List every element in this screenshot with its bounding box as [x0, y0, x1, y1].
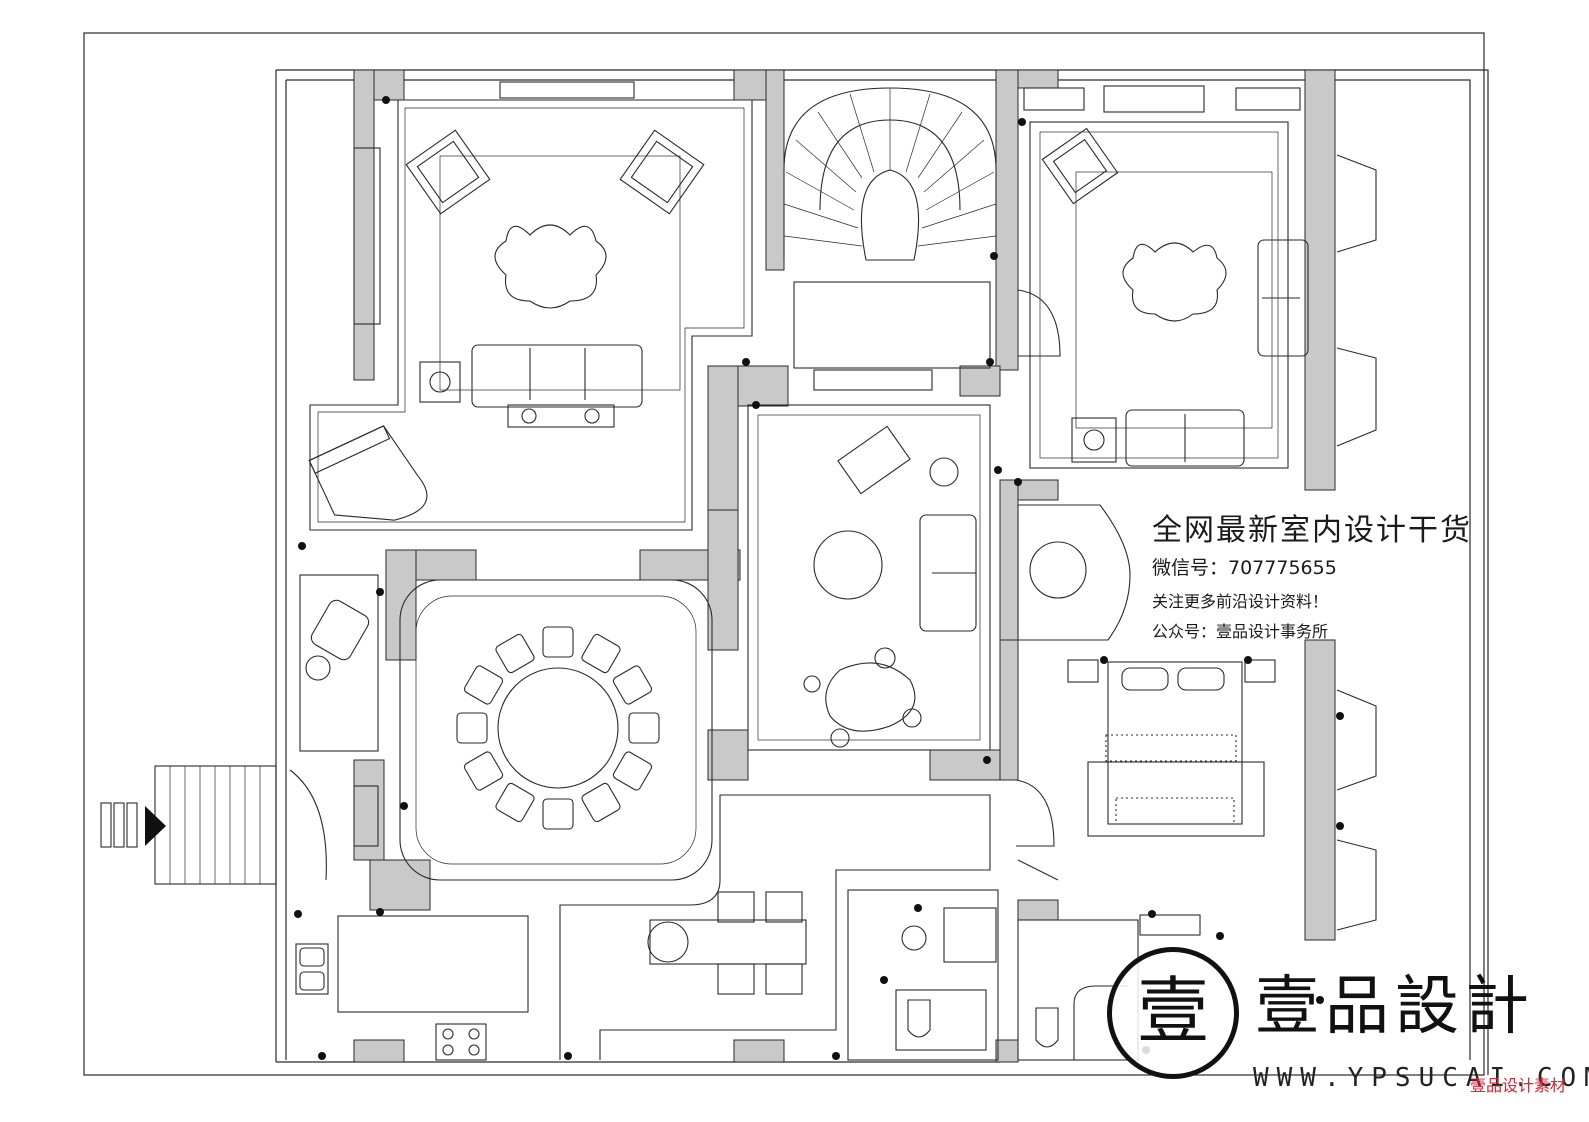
dining-chair [542, 626, 574, 658]
kitchen-stove [435, 1023, 487, 1061]
armchair-left [405, 129, 491, 215]
toilet-1 [907, 999, 931, 1038]
outlet-marker-icon [742, 358, 750, 366]
brand-seal-logo: 壹 [1107, 947, 1239, 1079]
toilet-2 [1035, 1007, 1059, 1048]
outlet-marker-icon [294, 910, 302, 918]
dining-chairs [456, 626, 660, 830]
outlet-marker-icon [752, 401, 760, 409]
dining-round-table [497, 667, 619, 789]
watermark-title: 全网最新室内设计干货 [1152, 513, 1472, 548]
outlet-marker-icon [318, 1052, 326, 1060]
dining-chair [612, 665, 653, 705]
living-room-rug [309, 99, 753, 531]
outlet-marker-icon [1100, 656, 1108, 664]
dining-chair [542, 798, 574, 830]
carpet-border [439, 155, 681, 391]
coffee-table-ornate-2 [1122, 242, 1227, 322]
master-suite-lounge [1029, 121, 1289, 469]
dining-chair [495, 782, 535, 823]
exterior-wall-outline [276, 69, 1489, 1075]
outlet-marker-icon [376, 908, 384, 916]
outlet-marker-icon [376, 588, 384, 596]
sofa-three-seat [471, 344, 643, 408]
outlet-marker-icon [1316, 996, 1324, 1004]
watermark-follow: 关注更多前沿设计资料！ [1152, 592, 1329, 611]
lounge-rug-stone [825, 662, 916, 732]
dining-chair [612, 751, 653, 791]
outlet-marker-icon [400, 802, 408, 810]
outlet-marker-icon [1216, 932, 1224, 940]
outlet-marker-icon [564, 1052, 572, 1060]
outlet-marker-icon [1244, 656, 1252, 664]
brand-name: 壹品設計 [1255, 970, 1535, 1044]
master-bed [1107, 661, 1243, 825]
outlet-marker-icon [382, 96, 390, 104]
dining-chair [581, 633, 621, 674]
sofa-right-vertical [1257, 239, 1309, 357]
outlet-marker-icon [1014, 478, 1022, 486]
armchair-right [619, 129, 705, 215]
outlet-marker-icon [832, 1052, 840, 1060]
lounge-lamp [929, 457, 959, 487]
dining-chair [463, 665, 504, 705]
dining-chair [456, 712, 488, 744]
entrance-steps [154, 765, 277, 885]
outlet-marker-icon [990, 252, 998, 260]
kitchen-island [337, 915, 529, 1013]
exterior-wall-inner [286, 79, 1471, 1060]
lounge-room [747, 404, 991, 751]
outlet-marker-icon [1148, 910, 1156, 918]
dining-room-ceiling [399, 579, 713, 881]
outlet-marker-icon [1018, 118, 1026, 126]
tv-cabinet [353, 147, 381, 325]
washbasin-1 [901, 925, 927, 951]
watermark-account: 公众号：壹品设计事务所 [1152, 622, 1329, 641]
outlet-marker-icon [914, 904, 922, 912]
site-mark: 壹品设计素材 [1470, 1076, 1567, 1095]
lounge-desk [837, 425, 911, 495]
outlet-marker-icon [298, 542, 306, 550]
dining-chair [495, 633, 535, 674]
side-table [419, 361, 461, 403]
dining-chair [463, 751, 504, 791]
brand-url: WWW.YPSUCAI.COM [1253, 1063, 1589, 1093]
sofa-two-seat [1125, 409, 1245, 467]
outlet-marker-icon [983, 756, 991, 764]
bar-counter [649, 919, 807, 965]
outlet-marker-icon [880, 976, 888, 984]
kitchen-sink [295, 943, 329, 995]
outlet-marker-icon [986, 358, 994, 366]
outlet-marker-icon [1336, 822, 1344, 830]
entrance-arrow-icon [145, 806, 166, 846]
lounge-chair-left [310, 599, 370, 661]
coffee-table-ornate [494, 224, 607, 309]
grand-piano [308, 425, 428, 521]
window-bay-top-left [499, 81, 635, 99]
outlet-marker-icon [1336, 712, 1344, 720]
outlet-marker-icon [994, 466, 1002, 474]
dining-chair [581, 782, 621, 823]
lounge-round-table [813, 530, 883, 600]
drawing-frame [83, 32, 1485, 1076]
watermark-wechat: 微信号：707775655 [1152, 557, 1337, 579]
dining-chair [628, 712, 660, 744]
